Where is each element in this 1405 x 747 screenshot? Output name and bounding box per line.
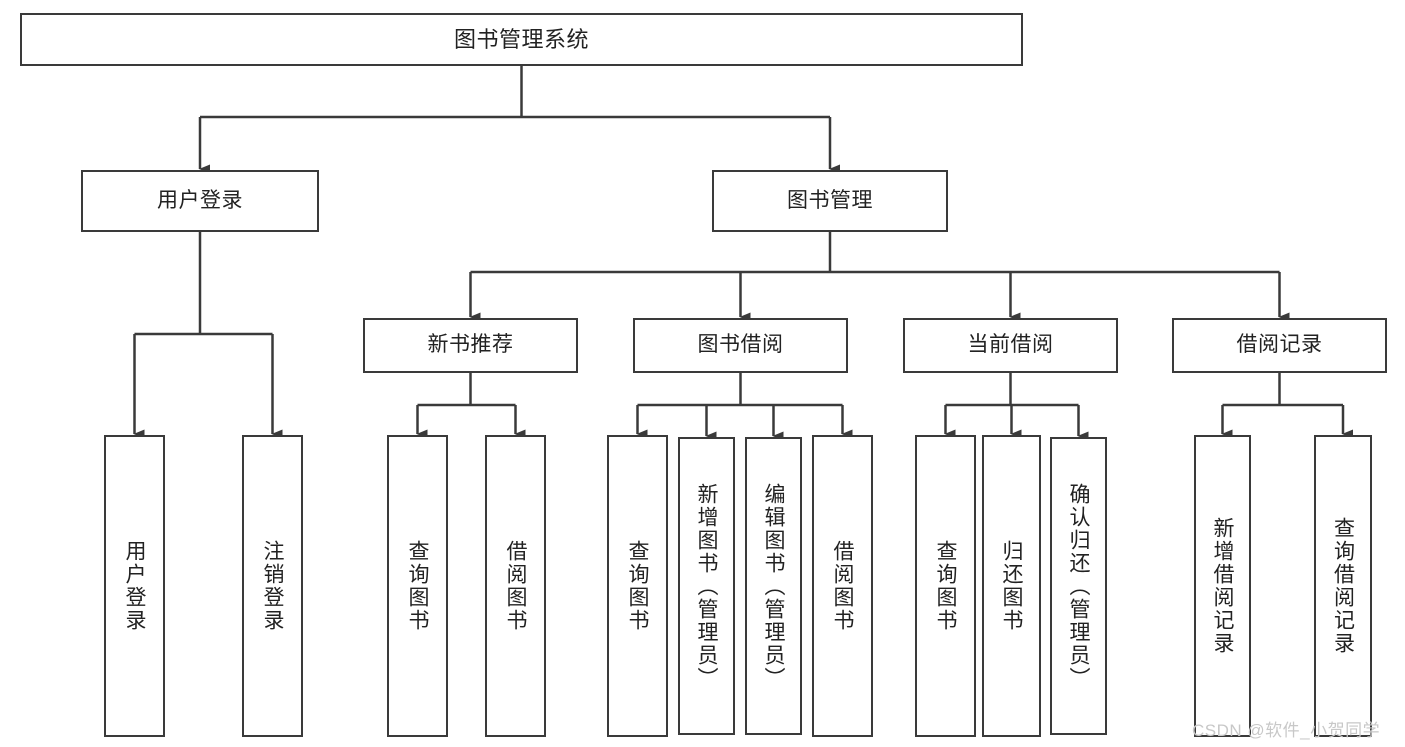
node-l2-new-book-rec[interactable]: 新书推荐: [363, 318, 578, 373]
node-leaf-logout[interactable]: 注销登录: [242, 435, 303, 737]
node-label: 新书推荐: [427, 333, 514, 357]
node-l1-book-manage[interactable]: 图书管理: [712, 170, 948, 232]
node-l2-current-borrow[interactable]: 当前借阅: [903, 318, 1118, 373]
node-l2-book-borrow[interactable]: 图书借阅: [633, 318, 848, 373]
node-label: 注销登录: [261, 540, 285, 632]
edge-group: [133, 66, 1353, 441]
node-label: 查询图书: [934, 540, 958, 632]
node-label: 查询图书: [626, 540, 650, 632]
node-label: 借阅图书: [831, 540, 855, 632]
node-label: 编辑图书（管理员）: [762, 482, 786, 690]
node-leaf-cb-confirm-return[interactable]: 确认归还（管理员）: [1050, 437, 1107, 735]
node-label: 查询图书: [406, 540, 430, 632]
node-label: 确认归还（管理员）: [1067, 482, 1091, 690]
node-label: 借阅记录: [1236, 333, 1323, 357]
node-leaf-user-login[interactable]: 用户登录: [104, 435, 165, 737]
node-label: 归还图书: [1000, 540, 1024, 632]
node-leaf-bb-query-book[interactable]: 查询图书: [607, 435, 668, 737]
node-leaf-bb-add-book[interactable]: 新增图书（管理员）: [678, 437, 735, 735]
node-label: 查询借阅记录: [1331, 517, 1355, 655]
node-label: 新增借阅记录: [1211, 517, 1235, 655]
node-root[interactable]: 图书管理系统: [20, 13, 1023, 66]
node-leaf-br-query-record[interactable]: 查询借阅记录: [1314, 435, 1372, 737]
node-label: 新增图书（管理员）: [695, 482, 719, 690]
node-leaf-br-add-record[interactable]: 新增借阅记录: [1194, 435, 1251, 737]
node-leaf-bb-borrow-book[interactable]: 借阅图书: [812, 435, 873, 737]
node-leaf-rec-borrow-book[interactable]: 借阅图书: [485, 435, 546, 737]
node-label: 图书管理系统: [453, 26, 589, 52]
node-l1-user-login[interactable]: 用户登录: [81, 170, 319, 232]
node-l2-borrow-record[interactable]: 借阅记录: [1172, 318, 1387, 373]
node-label: 用户登录: [157, 188, 243, 212]
node-label: 图书管理: [787, 188, 873, 212]
node-leaf-bb-edit-book[interactable]: 编辑图书（管理员）: [745, 437, 802, 735]
node-label: 用户登录: [123, 540, 147, 632]
node-leaf-cb-return-book[interactable]: 归还图书: [982, 435, 1041, 737]
node-label: 当前借阅: [967, 333, 1054, 357]
node-label: 借阅图书: [504, 540, 528, 632]
node-leaf-rec-query-book[interactable]: 查询图书: [387, 435, 448, 737]
node-label: 图书借阅: [697, 333, 784, 357]
node-leaf-cb-query-book[interactable]: 查询图书: [915, 435, 976, 737]
